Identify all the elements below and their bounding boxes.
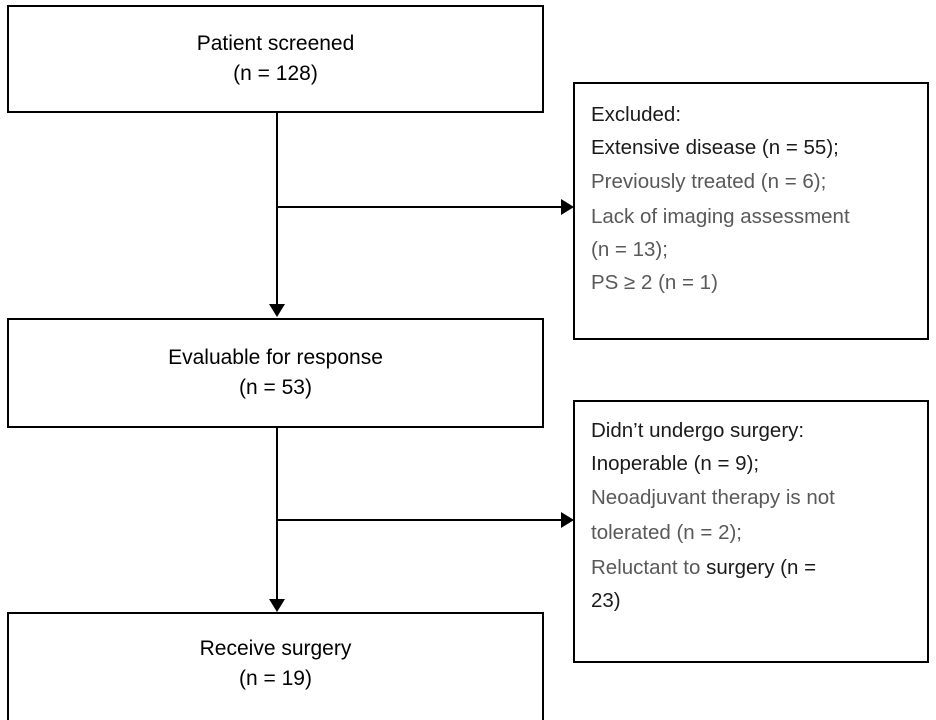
node-receive-surgery: Receive surgery (n = 19) (7, 612, 544, 720)
node-no-surgery-line-4b: surgery (n = (706, 556, 817, 579)
node-no-surgery-line-3: tolerated (n = 2); (591, 521, 742, 544)
node-patient-screened-title: Patient screened (196, 32, 355, 55)
connector-branch-to-no-surgery (277, 519, 563, 521)
node-patient-screened: Patient screened (n = 128) (7, 5, 544, 113)
node-patient-screened-count: (n = 128) (233, 62, 318, 85)
node-excluded-line-4: (n = 13); (591, 238, 668, 261)
node-no-surgery-line-4: Reluctant to surgery (n = (591, 550, 917, 585)
node-excluded: Excluded: Extensive disease (n = 55); Pr… (573, 82, 929, 340)
node-no-surgery-line-5: 23) (591, 589, 621, 612)
connector-screened-to-evaluable (276, 113, 278, 305)
node-excluded-line-2: Previously treated (n = 6); (591, 170, 827, 193)
connector-branch-to-excluded (277, 206, 563, 208)
node-evaluable-for-response: Evaluable for response (n = 53) (7, 318, 544, 428)
node-didnt-undergo-surgery: Didn’t undergo surgery: Inoperable (n = … (573, 400, 929, 663)
arrowhead-into-no-surgery (561, 512, 574, 528)
connector-evaluable-to-surgery (276, 428, 278, 600)
node-excluded-line-5: PS ≥ 2 (n = 1) (591, 271, 718, 294)
node-excluded-line-3: Lack of imaging assessment (591, 205, 850, 228)
arrowhead-into-excluded (561, 199, 574, 215)
node-excluded-heading: Excluded: (591, 103, 682, 126)
node-no-surgery-line-2: Neoadjuvant therapy is not (591, 486, 835, 509)
node-evaluable-title: Evaluable for response (168, 346, 383, 369)
node-no-surgery-line-1: Inoperable (n = 9); (591, 452, 760, 475)
node-no-surgery-heading: Didn’t undergo surgery: (591, 419, 805, 442)
node-receive-surgery-count: (n = 19) (239, 667, 312, 690)
arrowhead-into-receive-surgery (269, 599, 285, 612)
node-excluded-line-1: Extensive disease (n = 55); (591, 136, 839, 159)
node-no-surgery-line-4a: Reluctant to (591, 556, 707, 579)
node-receive-surgery-title: Receive surgery (199, 637, 352, 660)
arrowhead-into-evaluable (269, 304, 285, 317)
node-evaluable-count: (n = 53) (239, 376, 312, 399)
